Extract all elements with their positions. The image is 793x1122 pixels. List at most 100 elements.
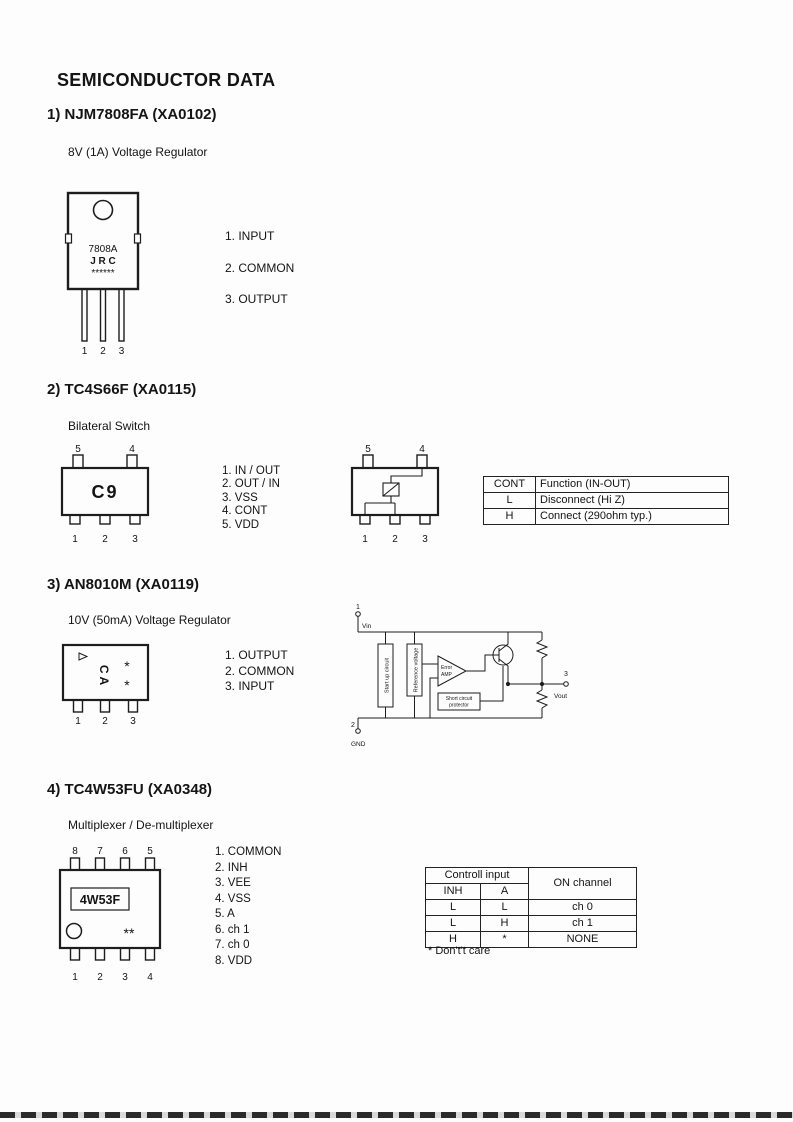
diagram-pin2-number: 2 [351,722,355,729]
package-lead [416,454,428,469]
table-row: H * NONE [425,931,637,948]
logo-mark [78,652,89,661]
pkg1-marking-line2: J R C [90,256,116,267]
section1-pin-list: 1. INPUT 2. COMMON 3. OUTPUT [225,221,294,316]
sot25-package-drawing: 5 4 C9 1 2 3 [60,444,150,545]
table-row: H Connect (290ohm typ.) [483,508,729,525]
pin-number: 3 [119,346,125,357]
package-lead [126,454,138,469]
table-header-cell: Controll input [425,867,529,884]
pkg1-marking-line3: ****** [91,268,114,279]
table-cell: H [480,915,529,932]
package-body [58,868,162,950]
side-notch [133,233,142,244]
pin-label: 2. COMMON [225,663,295,678]
section2-pin-list: 1. IN / OUT 2. OUT / IN 3. VSS 4. CONT 5… [222,465,280,532]
resistor [535,689,549,709]
table-cell: L [425,899,481,916]
table-row: CONT Function (IN-OUT) [483,476,729,493]
pin-number: 1 [72,972,78,983]
pin-label: 2. INH [215,861,248,874]
pkg3-asterisk: * [124,658,130,674]
package-lead [94,857,106,871]
table-cell: H [483,508,536,525]
package-lead [389,514,401,525]
wire [466,654,499,672]
package-lead [118,288,125,342]
package-lead [69,514,81,525]
pin-label: 3. VEE [215,877,251,889]
switch-diagonal [382,482,400,497]
section4-subtitle: Multiplexer / De-multiplexer [68,818,214,832]
error-amp-label: AMP [441,672,453,678]
pin-number: 5 [147,846,153,857]
cont-function-table: CONT Function (IN-OUT) L Disconnect (Hi … [483,476,729,525]
protector-block-label: Short circuit [446,696,473,702]
pkg3-asterisk: * [124,677,130,693]
regulator-block-diagram: 1 Vin 2 GND 3 Vout Start up circuit Refe… [351,604,569,748]
pin-terminal [355,728,361,734]
pkg2-marking: C9 [91,482,118,502]
pin-number: 2 [392,534,398,545]
sot25-internal-drawing: 5 4 1 2 3 [350,444,440,545]
pin-number: 4 [419,444,425,455]
to220-package-drawing: 7808A J R C ****** 1 2 3 [64,191,142,357]
table-cell: ch 0 [528,899,637,916]
package-lead [419,514,431,525]
pin-label: 4. VSS [215,892,251,905]
table-header-cell: INH [425,883,481,900]
error-amp-label: Error [441,665,452,671]
pkg1-marking-line1: 7808A [89,244,118,255]
pkg4-asterisks: ** [124,925,135,941]
table-header-cell: A [480,883,529,900]
startup-block-label: Start up circuit [385,657,391,693]
table-row: INH A [425,883,637,900]
table-row: L Disconnect (Hi Z) [483,492,729,509]
section3-pin-list: 1. OUTPUT 2. COMMON 3. INPUT [225,648,294,695]
package-lead [69,947,81,961]
package-lead [129,514,141,525]
package-lead [362,454,374,469]
pin-label: 1. COMMON [215,846,282,858]
junction-dot [539,681,545,687]
package-lead [72,699,84,713]
section3-heading: 3) AN8010M (XA0119) [47,576,200,593]
reference-block-label: Reference voltage [414,648,420,693]
package-lead [94,947,106,961]
table-cell: ch 1 [528,915,637,932]
table-cell: L [480,899,529,916]
section4-heading: 4) TC4W53FU (XA0348) [47,781,213,798]
table-cell: Disconnect (Hi Z) [535,492,729,509]
pin-number: 5 [75,444,81,455]
pkg3-marking: C A [97,665,111,686]
error-amp-triangle [437,655,468,687]
package-lead [119,857,131,871]
resistor [535,639,549,659]
internal-wire [390,468,423,483]
package-lead [81,288,88,342]
scan-edge-artifact [0,1112,793,1118]
pin-label: 1. IN / OUT [222,465,281,477]
pin-label: 3. VSS [222,491,258,504]
pin-number: 2 [102,534,108,545]
pin-label: 2. COMMON [225,260,295,275]
package-lead [72,454,84,469]
pin-label: 1. OUTPUT [225,648,288,662]
diagram-pin2-label: GND [351,741,366,748]
page-title: SEMICONDUCTOR DATA [57,70,276,90]
pin-number: 3 [132,534,138,545]
section2-subtitle: Bilateral Switch [68,419,151,433]
wire [429,677,438,718]
pin-number: 2 [97,972,103,983]
pin-number: 3 [130,716,136,727]
pin-number: 2 [100,346,106,357]
side-notch [64,233,73,244]
pin-number: 7 [97,846,103,857]
package-lead [119,947,131,961]
pin-number: 1 [72,534,78,545]
package-lead [127,699,139,713]
package-lead [144,857,156,871]
table-cell: Connect (290ohm typ.) [535,508,729,525]
internal-wire [364,496,396,515]
